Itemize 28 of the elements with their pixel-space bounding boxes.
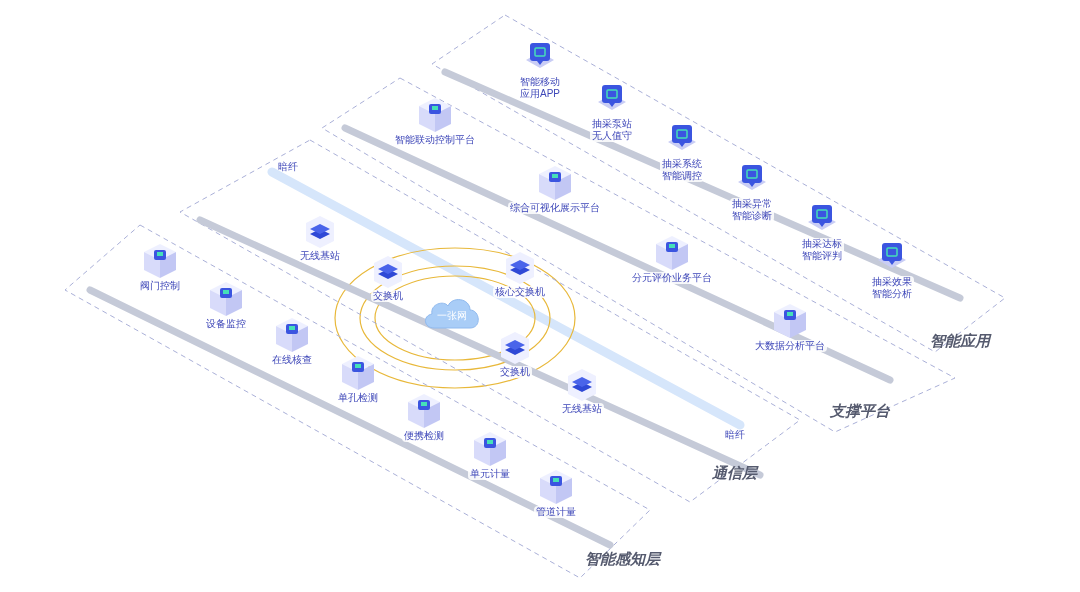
node-label: 抽采达标智能评判	[800, 238, 844, 262]
node-label: 设备监控	[204, 318, 248, 330]
layer-title: 支撑平台	[830, 401, 890, 421]
node-label: 交换机	[371, 290, 405, 302]
fiber-label: 暗纤	[725, 430, 745, 440]
node-label: 智能联动控制平台	[393, 134, 477, 146]
node-label: 便携检测	[402, 430, 446, 442]
node-label: 单孔检测	[336, 392, 380, 404]
node-label: 管道计量	[534, 506, 578, 518]
node-label: 智能移动应用APP	[518, 76, 562, 100]
node-label: 抽采效果智能分析	[870, 276, 914, 300]
fiber-label: 暗纤	[278, 162, 298, 172]
node-label: 无线基站	[298, 250, 342, 262]
node-label: 抽采泵站无人值守	[590, 118, 634, 142]
node-label: 无线基站	[560, 403, 604, 415]
node-label: 单元计量	[468, 468, 512, 480]
layer-title: 通信层	[712, 463, 757, 483]
node-label: 分元评价业务平台	[630, 272, 714, 284]
layer-title: 智能应用	[930, 331, 990, 351]
node-label: 阀门控制	[138, 280, 182, 292]
node-label: 综合可视化展示平台	[508, 202, 602, 214]
node-label: 抽采异常智能诊断	[730, 198, 774, 222]
node-label: 核心交换机	[493, 286, 547, 298]
node-label: 交换机	[498, 366, 532, 378]
node-label: 大数据分析平台	[753, 340, 827, 352]
node-label: 在线核查	[270, 354, 314, 366]
node-label: 抽采系统智能调控	[660, 158, 704, 182]
layer-title: 智能感知层	[585, 549, 660, 569]
